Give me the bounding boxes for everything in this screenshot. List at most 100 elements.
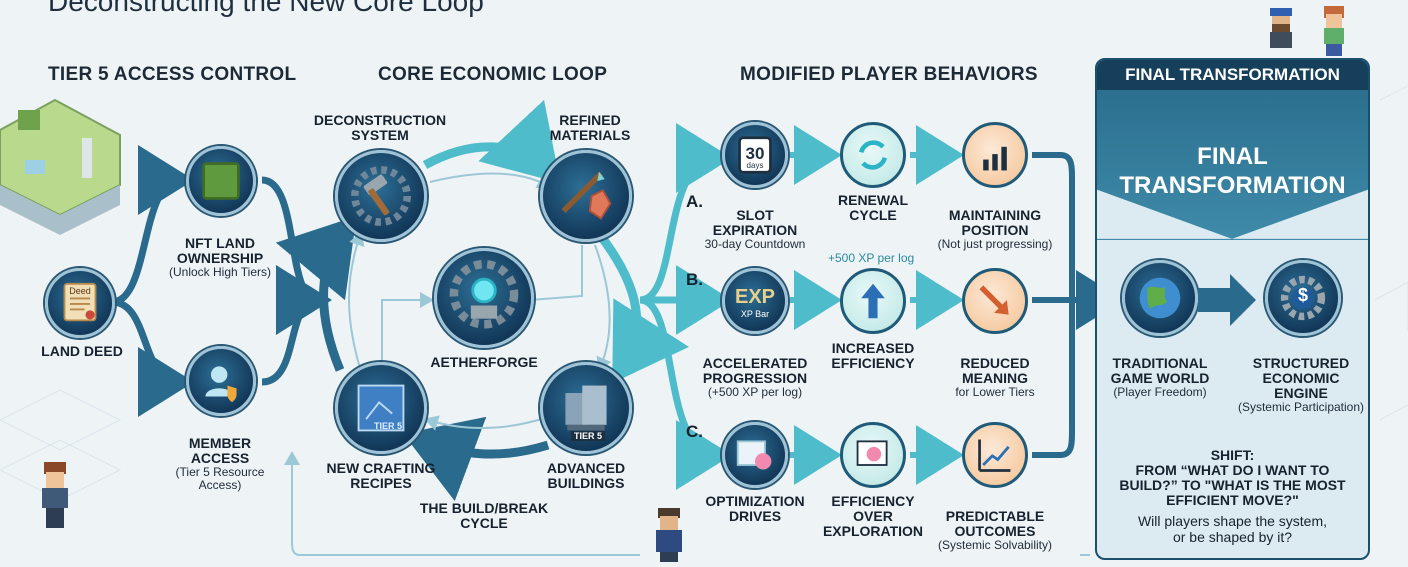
bar-chart-icon <box>983 146 1007 171</box>
land-deed-label: LAND DEED <box>41 343 123 359</box>
refined-node <box>540 150 632 242</box>
member-access-label: MEMBER ACCESS (Tier 5 Resource Access) <box>150 421 290 507</box>
pixel-character-bottom <box>656 508 682 562</box>
row-c-letter: C. <box>686 422 703 441</box>
traditional-world-label: TRADITIONAL GAME WORLD (Player Freedom) <box>1098 341 1222 414</box>
accelerated-label: ACCELERATED PROGRESSION (+500 XP per log… <box>690 341 820 414</box>
efficiency-node <box>840 268 906 334</box>
recipes-label: NEW CRAFTING RECIPES <box>326 460 436 491</box>
calendar-icon <box>738 136 772 174</box>
buildings-icon <box>565 385 607 431</box>
shift-text: SHIFT: FROM “WHAT DO I WANT TO BUILD?” T… <box>1105 433 1360 560</box>
down-arrow-icon <box>979 285 1009 315</box>
refined-label: REFINED MATERIALS <box>549 112 631 143</box>
maintaining-label: MAINTAINING POSITION (Not just progressi… <box>920 193 1070 266</box>
aetherforge-node <box>434 248 534 348</box>
slot-expiration-title: SLOT EXPIRATION <box>712 207 798 238</box>
build-break-cycle-label: THE BUILD/BREAK CYCLE <box>419 500 549 531</box>
traditional-world-title: TRADITIONAL GAME WORLD <box>1110 355 1210 386</box>
economic-engine-sub: (Systemic Participation) <box>1237 400 1365 414</box>
final-banner: FINAL TRANSFORMATION <box>1097 90 1368 240</box>
row-a-letter: A. <box>686 192 703 211</box>
buildings-node: TIER 5 <box>540 362 632 454</box>
recipes-node: TIER 5 <box>335 362 427 454</box>
predictable-node <box>962 422 1028 488</box>
reduced-meaning-sub: for Lower Tiers <box>955 385 1035 399</box>
dollar-sign-icon: $ <box>1297 285 1308 305</box>
final-banner-text: FINAL TRANSFORMATION <box>1119 143 1346 199</box>
hammer-wrench-icon <box>351 166 411 226</box>
blueprint-icon <box>357 384 405 432</box>
member-access-title: MEMBER ACCESS <box>188 435 252 466</box>
gear-dollar-icon <box>1280 275 1326 321</box>
buildings-label: ADVANCED BUILDINGS <box>546 460 626 491</box>
accelerated-node: EXP XP Bar <box>722 268 788 334</box>
shift-title: SHIFT: FROM “WHAT DO I WANT TO BUILD?” T… <box>1119 447 1346 508</box>
scroll-icon <box>63 282 97 322</box>
member-access-node <box>186 346 256 416</box>
calendar-unit: days <box>746 161 764 170</box>
final-panel-header: FINAL TRANSFORMATION <box>1097 60 1368 90</box>
row-b-letter: B. <box>686 270 703 289</box>
nft-land-label: NFT LAND OWNERSHIP (Unlock High Tiers) <box>150 221 290 294</box>
section-access-header: TIER 5 ACCESS CONTROL <box>48 64 297 85</box>
optimization-label: OPTIMIZATION DRIVES <box>705 493 805 524</box>
shift-question: Will players shape the system, or be sha… <box>1137 513 1328 545</box>
deed-icon-text: Deed <box>69 286 91 296</box>
nft-land-node <box>186 146 256 216</box>
predictable-title: PREDICTABLE OUTCOMES <box>945 508 1045 539</box>
reduced-meaning-label: REDUCED MEANING for Lower Tiers <box>920 341 1070 414</box>
maintaining-sub: (Not just progressing) <box>937 237 1053 251</box>
economic-engine-title: STRUCTURED ECONOMIC ENGINE <box>1252 355 1350 401</box>
optimization-node <box>722 422 788 488</box>
globe-icon <box>1139 277 1181 319</box>
land-plot-icon <box>202 162 240 200</box>
efficiency-over-exploration-node <box>840 422 906 488</box>
member-icon <box>205 366 237 403</box>
traditional-world-sub: (Player Freedom) <box>1113 385 1207 399</box>
page-title: Deconstructing the New Core Loop <box>48 0 484 17</box>
accelerated-sub: (+500 XP per log) <box>707 385 803 399</box>
spreadsheet-brain-icon <box>736 440 772 470</box>
efficiency-over-exploration-label: EFFICIENCY OVER EXPLORATION <box>822 493 924 539</box>
maintaining-title: MAINTAINING POSITION <box>948 207 1042 238</box>
aetherforge-label: AETHERFORGE <box>430 354 538 370</box>
forge-gear-icon <box>449 259 519 329</box>
slot-expiration-node: 30 days <box>722 122 788 188</box>
pixel-characters-top <box>1270 6 1344 56</box>
economic-engine-node: $ <box>1265 260 1341 336</box>
recipes-badge: TIER 5 <box>374 421 403 431</box>
renewal-label: RENEWAL CYCLE <box>838 192 908 223</box>
section-behaviors-header: MODIFIED PLAYER BEHAVIORS <box>740 64 1038 85</box>
trend-chart-icon <box>978 439 1011 472</box>
accelerated-title: ACCELERATED PROGRESSION <box>702 355 808 386</box>
maintaining-node <box>962 122 1028 188</box>
member-access-sub: (Tier 5 Resource Access) <box>175 465 265 492</box>
economic-engine-label: STRUCTURED ECONOMIC ENGINE (Systemic Par… <box>1232 341 1370 429</box>
reduced-meaning-node <box>962 268 1028 334</box>
deconstruction-label: DECONSTRUCTION SYSTEM <box>313 112 447 143</box>
deconstruction-node <box>335 150 427 242</box>
reduced-meaning-title: REDUCED MEANING <box>960 355 1030 386</box>
nft-land-sub: (Unlock High Tiers) <box>168 265 272 279</box>
calendar-number: 30 <box>745 144 765 163</box>
slot-expiration-label: SLOT EXPIRATION 30-day Countdown <box>690 193 820 266</box>
pixel-island-decoration <box>0 98 121 235</box>
crystal-branch-icon <box>561 171 612 220</box>
land-deed-node: Deed <box>45 268 115 338</box>
efficiency-label: INCREASED EFFICIENCY <box>831 340 915 371</box>
renewal-node <box>840 122 906 188</box>
traditional-world-node <box>1122 260 1198 336</box>
window-brain-icon <box>856 440 888 466</box>
exp-icon-text: EXP <box>734 286 776 308</box>
predictable-sub: (Systemic Solvability) <box>937 538 1053 552</box>
section-loop-header: CORE ECONOMIC LOOP <box>378 64 608 85</box>
xp-note: +500 XP per log <box>828 251 915 265</box>
transformation-arrow-icon <box>1198 274 1256 326</box>
predictable-label: PREDICTABLE OUTCOMES (Systemic Solvabili… <box>920 494 1070 567</box>
renewal-arrows-icon <box>858 140 888 170</box>
nft-land-title: NFT LAND OWNERSHIP <box>176 235 264 266</box>
slot-expiration-sub: 30-day Countdown <box>704 237 806 251</box>
buildings-badge: TIER 5 <box>571 431 606 441</box>
